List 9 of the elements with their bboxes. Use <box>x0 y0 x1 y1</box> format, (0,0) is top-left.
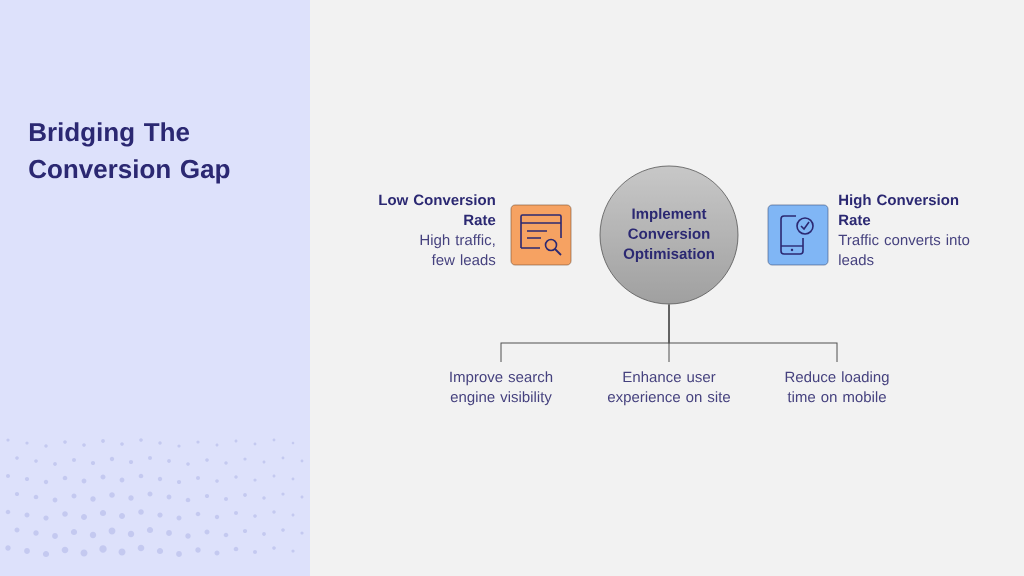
description: High traffic, few leads <box>420 234 496 266</box>
description: Traffic converts into leads <box>838 234 970 266</box>
action-text: Improve search engine visibility <box>450 371 553 406</box>
connector-line <box>668 303 838 363</box>
heading: Low Conversion Rate <box>379 194 496 226</box>
heading: High Conversion Rate <box>839 194 959 226</box>
action-text: Enhance user experience on site <box>607 371 730 406</box>
title: Bridging The Conversion Gap <box>29 122 230 184</box>
action-text: Reduce loading time on mobile <box>785 371 889 403</box>
